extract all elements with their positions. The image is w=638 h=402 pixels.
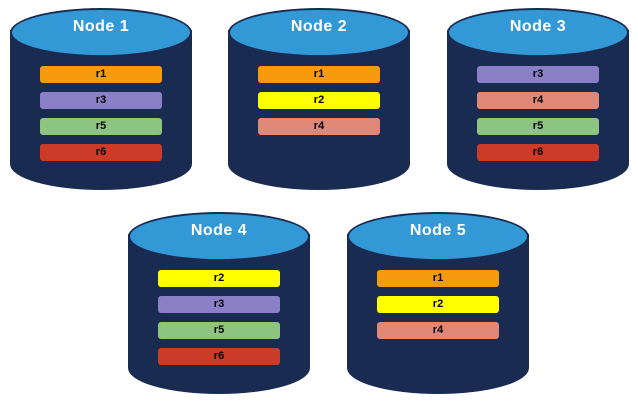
- cylinder-top-ellipse: [128, 212, 310, 261]
- fragment-bar[interactable]: r4: [258, 118, 380, 135]
- cylinder-top-ellipse: [347, 212, 529, 261]
- fragment-bar[interactable]: r2: [258, 92, 380, 109]
- cylinder-top-ellipse: [447, 8, 629, 57]
- fragment-bar[interactable]: r1: [40, 66, 162, 83]
- fragment-bar[interactable]: r6: [477, 144, 599, 161]
- fragment-list: r1 r2 r4: [377, 270, 499, 348]
- fragment-list: r1 r3 r5 r6: [40, 66, 162, 170]
- fragment-bar[interactable]: r4: [477, 92, 599, 109]
- fragment-list: r3 r4 r5 r6: [477, 66, 599, 170]
- fragment-bar[interactable]: r5: [40, 118, 162, 135]
- fragment-list: r2 r3 r5 r6: [158, 270, 280, 374]
- fragment-bar[interactable]: r1: [258, 66, 380, 83]
- fragment-bar[interactable]: r3: [40, 92, 162, 109]
- fragment-list: r1 r2 r4: [258, 66, 380, 144]
- fragment-bar[interactable]: r3: [477, 66, 599, 83]
- fragment-bar[interactable]: r3: [158, 296, 280, 313]
- fragment-bar[interactable]: r4: [377, 322, 499, 339]
- cylinder-top-ellipse: [228, 8, 410, 57]
- fragment-bar[interactable]: r2: [377, 296, 499, 313]
- fragment-bar[interactable]: r6: [40, 144, 162, 161]
- fragment-bar[interactable]: r5: [477, 118, 599, 135]
- fragment-bar[interactable]: r2: [158, 270, 280, 287]
- fragment-bar[interactable]: r6: [158, 348, 280, 365]
- fragment-bar[interactable]: r1: [377, 270, 499, 287]
- fragment-bar[interactable]: r5: [158, 322, 280, 339]
- cylinder-top-ellipse: [10, 8, 192, 57]
